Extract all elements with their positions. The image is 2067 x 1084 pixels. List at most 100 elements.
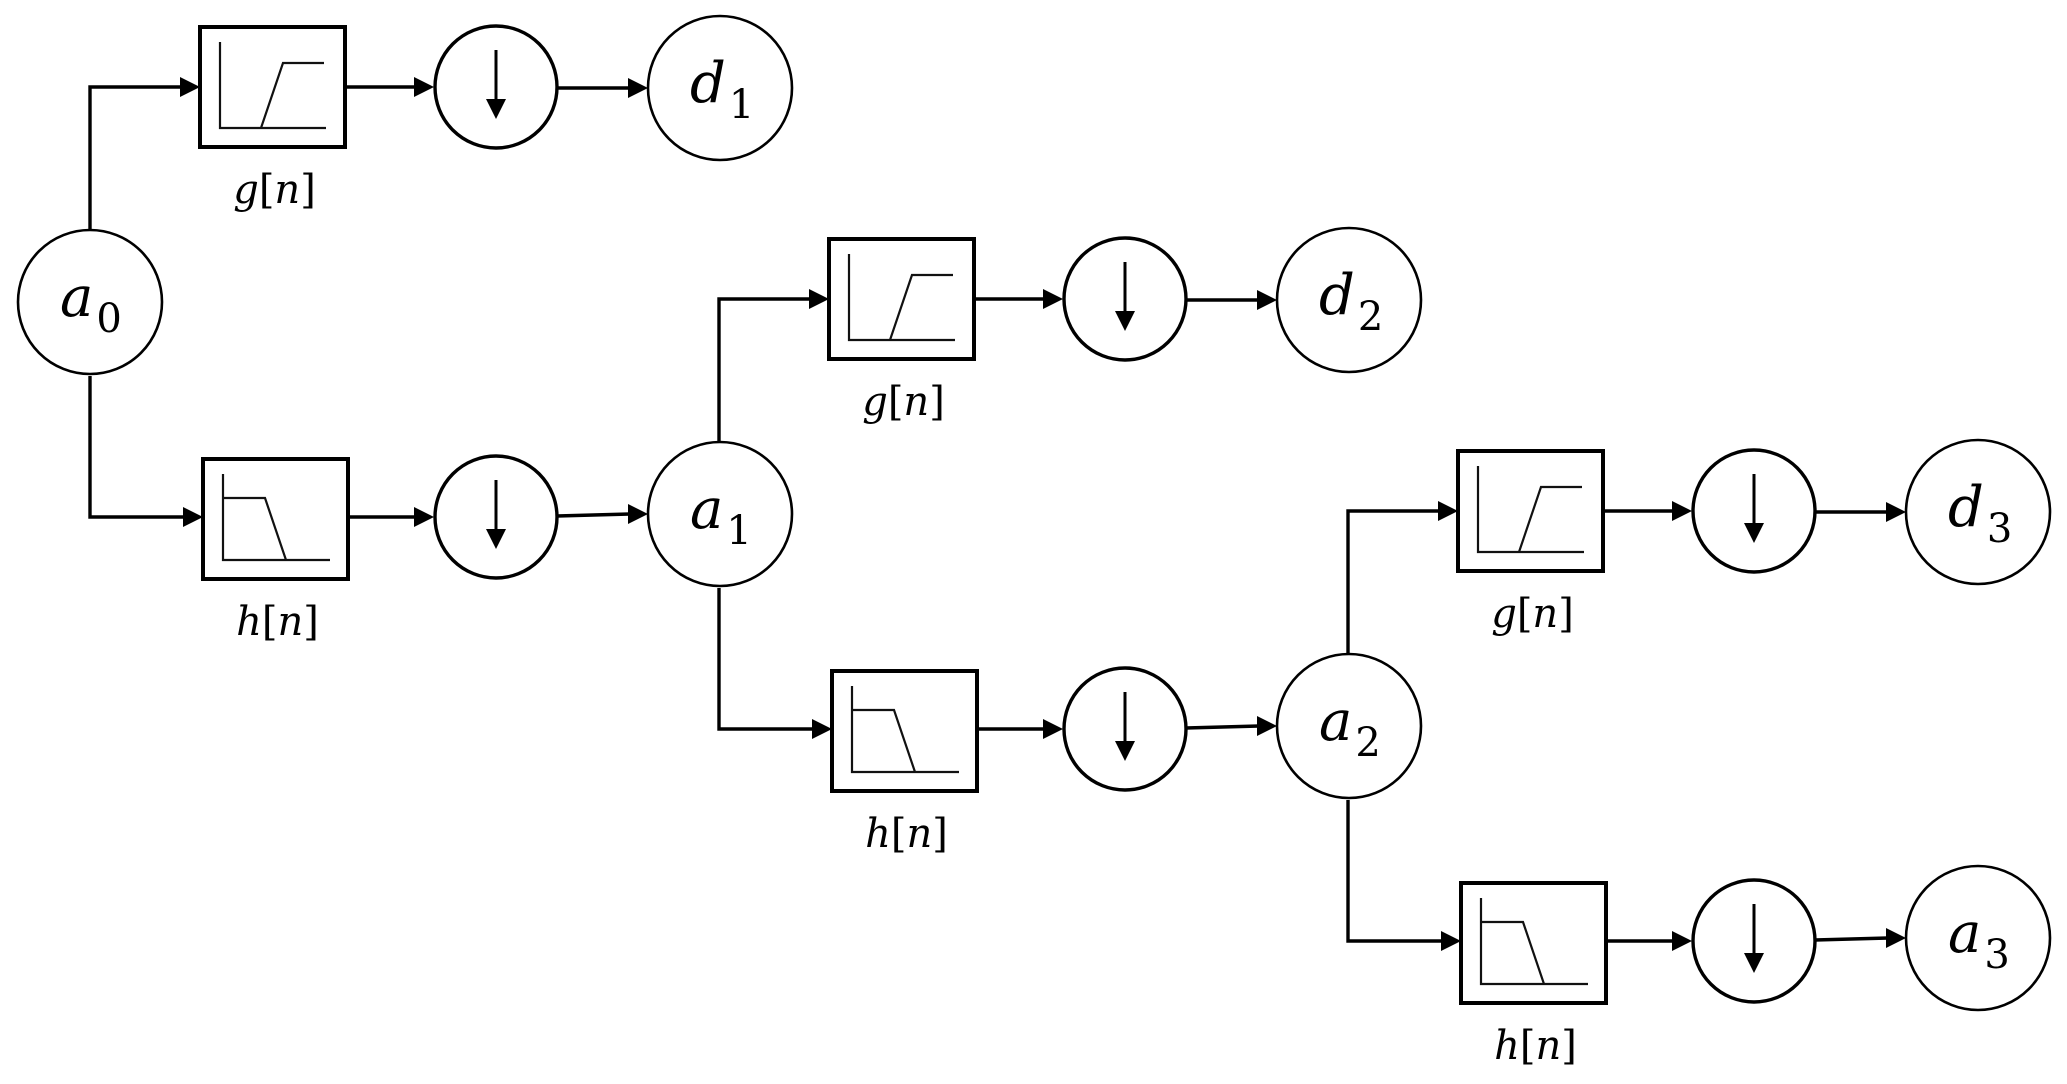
down-arrow-icon xyxy=(486,50,506,119)
filter-name: g xyxy=(233,167,259,213)
downsampler-detail-level-3 xyxy=(1691,448,1817,574)
node-subscript: 2 xyxy=(1355,720,1380,766)
glyph-response xyxy=(223,496,288,561)
glyph-axes xyxy=(218,42,326,130)
wire-to-approx-level-3 xyxy=(1814,928,1906,948)
node-circle xyxy=(1904,864,2052,1012)
glyph-axes xyxy=(850,686,959,774)
node-circle xyxy=(1275,226,1423,374)
down-arrow-head xyxy=(1744,953,1764,973)
bracket-open: [ xyxy=(1517,591,1533,637)
bracket-open: [ xyxy=(1520,1023,1536,1069)
wire-to-highpass-level-2 xyxy=(717,289,829,442)
node-a2: a2 xyxy=(1275,652,1423,800)
arrowhead-icon xyxy=(1672,501,1692,521)
arrowhead-icon xyxy=(414,507,434,527)
arrowhead-icon xyxy=(1043,289,1063,309)
bracket-close: ] xyxy=(929,379,945,425)
filter-label: h[n] xyxy=(865,811,948,857)
filter-label: g[n] xyxy=(233,167,316,213)
node-subscript: 2 xyxy=(1358,294,1383,340)
wire-line xyxy=(1814,936,1889,942)
filter-label: h[n] xyxy=(236,599,319,645)
node-label: d1 xyxy=(690,51,754,128)
filter-name: g xyxy=(1491,591,1517,637)
lowpass-response-icon xyxy=(221,474,330,562)
filter-label: g[n] xyxy=(862,379,945,425)
filter-label: h[n] xyxy=(1494,1023,1577,1069)
wire-line xyxy=(1346,509,1440,654)
arrowhead-icon xyxy=(1257,716,1277,736)
down-arrow-icon xyxy=(1744,904,1764,973)
glyph-response xyxy=(888,273,953,341)
node-letter: a xyxy=(1319,689,1352,754)
down-arrow-head xyxy=(486,529,506,549)
arrowhead-icon xyxy=(1886,928,1906,948)
filter-label: g[n] xyxy=(1491,591,1574,637)
wire-to-highpass-level-3 xyxy=(1346,501,1458,654)
arrowhead-icon xyxy=(183,507,203,527)
arrowhead-icon xyxy=(1441,931,1461,951)
node-subscript: 3 xyxy=(1987,506,2012,552)
highpass-response-icon xyxy=(847,254,955,342)
filter-arg: n xyxy=(1532,591,1558,637)
arrowhead-icon xyxy=(809,289,829,309)
node-subscript: 1 xyxy=(729,82,754,128)
highpass-response-icon xyxy=(218,42,326,130)
node-label: d2 xyxy=(1319,263,1383,340)
down-arrow-icon xyxy=(1115,692,1135,761)
wire-to-highpass-level-1 xyxy=(88,77,200,230)
down-arrow-icon xyxy=(1744,474,1764,543)
wire-highpass-to-downsample-level-2 xyxy=(974,289,1063,309)
wire-line xyxy=(88,376,185,519)
down-arrow-icon xyxy=(1115,262,1135,331)
downsampler-approx-level-1 xyxy=(433,454,559,580)
wire-line xyxy=(717,297,811,442)
arrowhead-icon xyxy=(1672,931,1692,951)
bracket-open: [ xyxy=(259,167,275,213)
wire-to-lowpass-level-1 xyxy=(88,376,203,527)
wire-line xyxy=(1185,724,1260,730)
arrowhead-icon xyxy=(1886,502,1906,522)
node-letter: d xyxy=(690,51,726,116)
arrowhead-icon xyxy=(1257,290,1277,310)
wire-line xyxy=(556,512,631,518)
glyph-axes xyxy=(1476,466,1584,554)
down-arrow-head xyxy=(486,99,506,119)
node-a1: a1 xyxy=(646,440,794,588)
node-letter: a xyxy=(690,477,723,542)
wire-to-detail-level-1 xyxy=(557,78,648,98)
node-circle xyxy=(646,14,794,162)
down-arrow-head xyxy=(1115,311,1135,331)
bracket-close: ] xyxy=(303,599,319,645)
node-letter: d xyxy=(1319,263,1355,328)
filter-name: h xyxy=(236,599,262,645)
bracket-close: ] xyxy=(932,811,948,857)
node-d1: d1 xyxy=(646,14,794,162)
highpass-filter-level-1: g[n] xyxy=(198,25,347,213)
arrowhead-icon xyxy=(812,719,832,739)
bracket-close: ] xyxy=(1558,591,1574,637)
wire-to-approx-level-2 xyxy=(1185,716,1277,736)
node-letter: a xyxy=(60,265,93,330)
lowpass-filter-level-3: h[n] xyxy=(1459,881,1608,1069)
bracket-open: [ xyxy=(262,599,278,645)
glyph-response xyxy=(852,708,917,773)
glyph-response xyxy=(1517,485,1582,553)
node-label: a0 xyxy=(60,265,122,342)
wire-line xyxy=(1346,800,1443,943)
highpass-filter-level-2: g[n] xyxy=(827,237,976,425)
node-label: a1 xyxy=(690,477,752,554)
downsampler-detail-level-1 xyxy=(433,24,559,150)
wire-highpass-to-downsample-level-1 xyxy=(345,77,434,97)
glyph-response xyxy=(1481,920,1546,985)
bracket-open: [ xyxy=(888,379,904,425)
filter-arg: n xyxy=(907,811,933,857)
arrowhead-icon xyxy=(414,77,434,97)
filter-arg: n xyxy=(1536,1023,1562,1069)
lowpass-response-icon xyxy=(1479,898,1588,986)
node-subscript: 1 xyxy=(726,508,751,554)
downsampler-approx-level-3 xyxy=(1691,878,1817,1004)
node-d3: d3 xyxy=(1904,438,2052,586)
filter-name: h xyxy=(1494,1023,1520,1069)
